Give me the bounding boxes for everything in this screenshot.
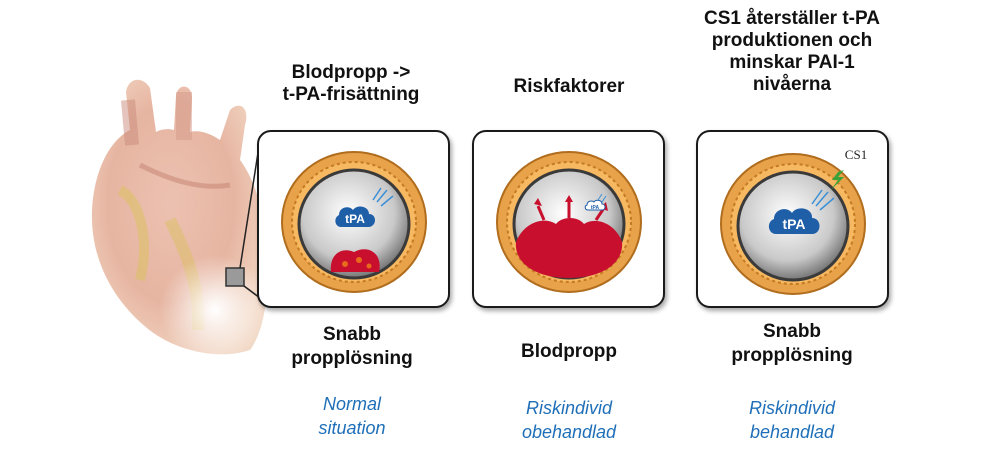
- blood-vessel-cross-section: tPA CS1: [720, 147, 867, 295]
- scenario-1-result: Snabb propplösning: [291, 324, 413, 369]
- scenario-2-status: Riskindivid obehandlad: [521, 398, 617, 442]
- scenario-2-title: Riskfaktorer: [513, 76, 625, 97]
- scenario-1-status: Normal situation: [318, 394, 386, 438]
- vessel-panel-treated: tPA CS1: [696, 130, 889, 308]
- scenario-3-status: Riskindivid behandlad: [748, 398, 836, 442]
- clot-icon: [515, 218, 623, 278]
- tpa-cloud-icon: tPA: [335, 206, 375, 227]
- scenario-3-result: Snabb propplösning: [731, 321, 853, 366]
- scenario-3-title: CS1 återställer t-PA produktionen och mi…: [704, 8, 880, 95]
- blood-vessel-cross-section: tPA: [496, 151, 642, 293]
- vessel-panel-normal: tPA: [257, 130, 450, 308]
- zoom-source-box: [225, 267, 245, 287]
- tpa-cloud-icon: tPA: [768, 208, 820, 234]
- vessel-panel-untreated: tPA: [472, 130, 665, 308]
- clot-icon: [330, 249, 380, 272]
- svg-text:tPA: tPA: [782, 216, 805, 232]
- blood-vessel-cross-section: tPA: [281, 151, 427, 293]
- tpa-cloud-icon: tPA: [584, 199, 606, 211]
- lightning-bolt-icon: [831, 170, 844, 190]
- svg-text:tPA: tPA: [591, 205, 600, 211]
- scenario-2-result: Blodpropp: [520, 341, 618, 362]
- scenario-1-title: Blodpropp -> t-PA-frisättning: [282, 62, 420, 105]
- heart-illustration: [91, 79, 270, 365]
- svg-text:tPA: tPA: [345, 212, 365, 226]
- cs1-drug-label: CS1: [845, 147, 867, 162]
